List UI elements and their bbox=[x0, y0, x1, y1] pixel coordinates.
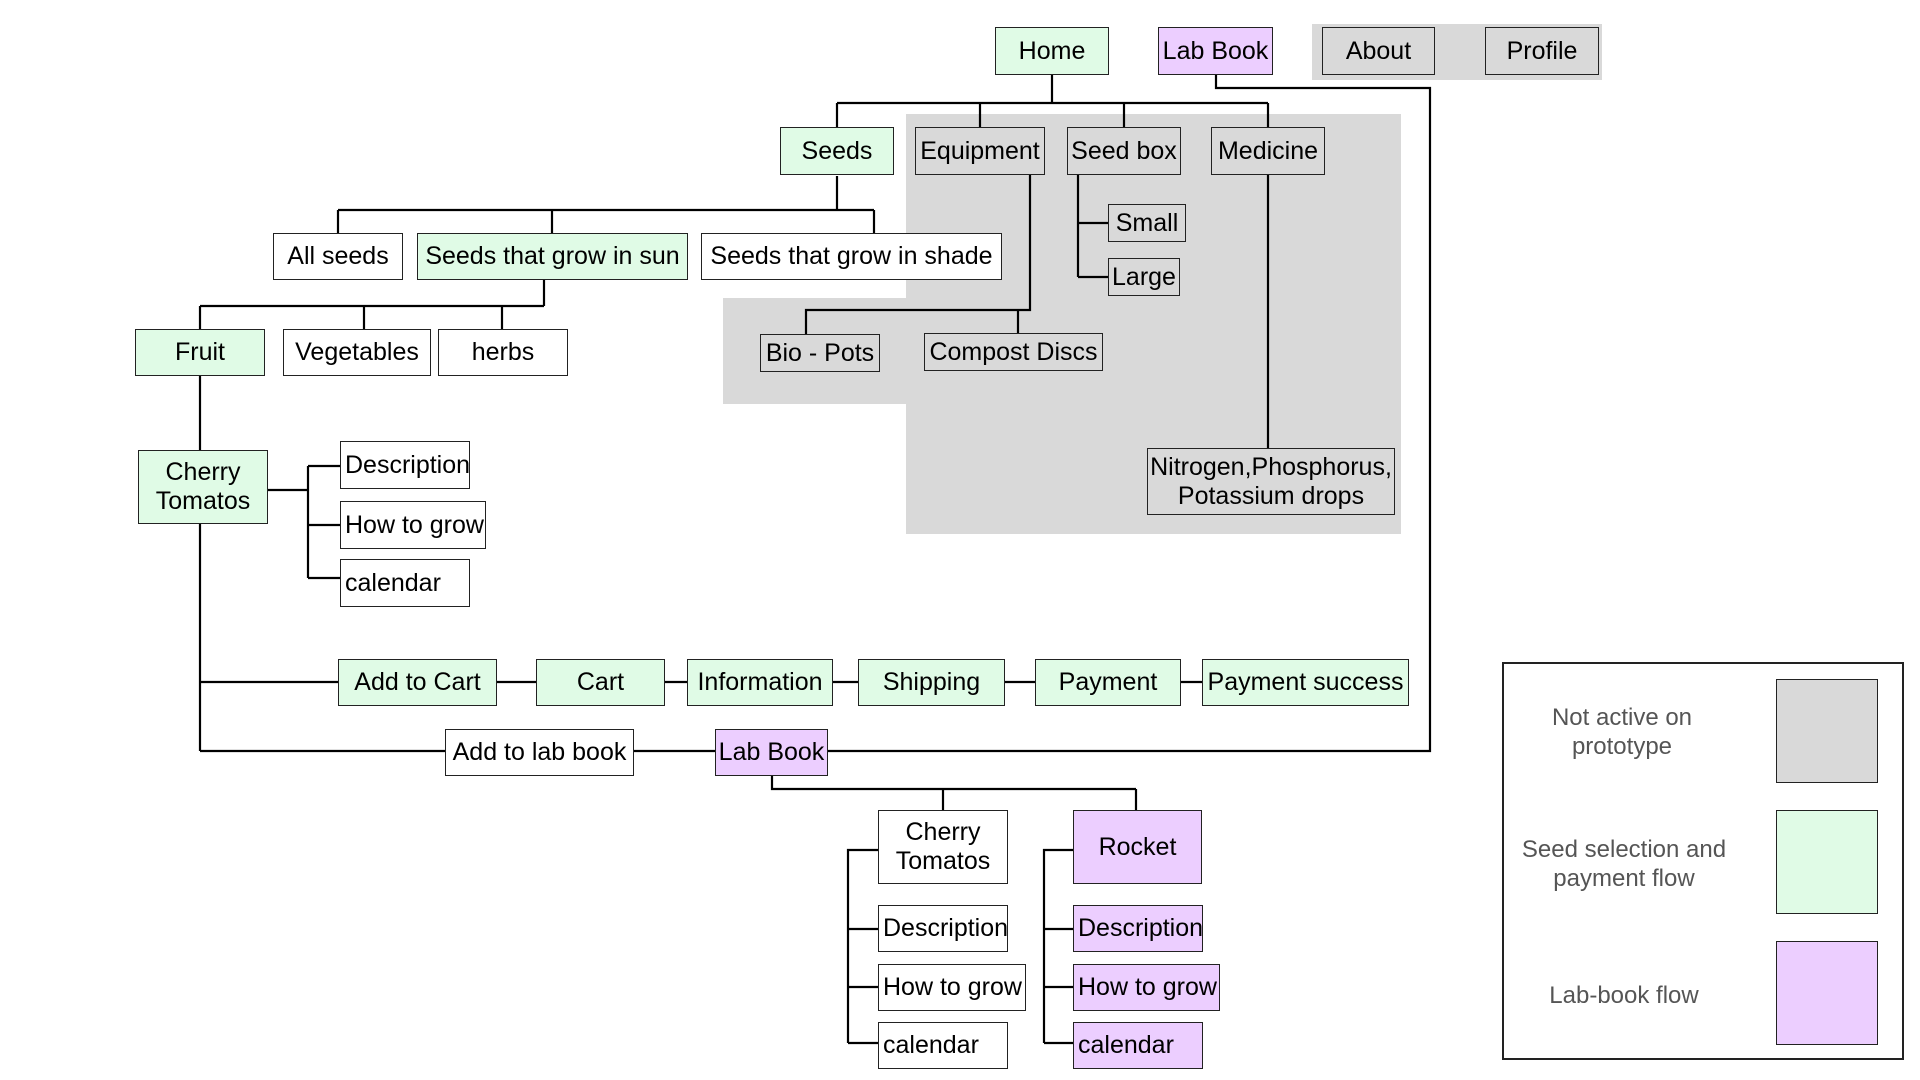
shipping-page[interactable]: Shipping bbox=[858, 659, 1005, 706]
legend-label-seed-flow: Seed selection and payment flow bbox=[1521, 836, 1727, 892]
cart-page[interactable]: Cart bbox=[536, 659, 665, 706]
lab-tomato-calendar[interactable]: calendar bbox=[878, 1022, 1008, 1069]
legend-swatch-seed-flow bbox=[1776, 810, 1878, 914]
equipment-compost-discs[interactable]: Compost Discs bbox=[924, 333, 1103, 371]
information-page[interactable]: Information bbox=[687, 659, 833, 706]
seed-box-small[interactable]: Small bbox=[1108, 204, 1186, 242]
category-medicine[interactable]: Medicine bbox=[1211, 127, 1325, 175]
lab-entry-rocket[interactable]: Rocket bbox=[1073, 810, 1202, 884]
filter-shade-seeds[interactable]: Seeds that grow in shade bbox=[701, 233, 1002, 280]
filter-sun-seeds[interactable]: Seeds that grow in sun bbox=[417, 233, 688, 280]
lab-rocket-calendar[interactable]: calendar bbox=[1073, 1022, 1203, 1069]
type-fruit[interactable]: Fruit bbox=[135, 329, 265, 376]
legend-label-lab-book-flow: Lab-book flow bbox=[1549, 982, 1699, 1009]
legend-swatch-not-active bbox=[1776, 679, 1878, 783]
filter-all-seeds[interactable]: All seeds bbox=[273, 233, 403, 280]
legend-label-not-active: Not active on prototype bbox=[1551, 704, 1693, 760]
lab-book-page[interactable]: Lab Book bbox=[715, 729, 828, 776]
lab-entry-cherry-tomatos[interactable]: Cherry Tomatos bbox=[878, 810, 1008, 884]
lab-rocket-how-to-grow[interactable]: How to grow bbox=[1073, 964, 1220, 1011]
lab-tomato-description[interactable]: Description bbox=[878, 905, 1008, 952]
legend-swatch-lab-book-flow bbox=[1776, 941, 1878, 1045]
nav-profile[interactable]: Profile bbox=[1485, 27, 1599, 75]
product-calendar[interactable]: calendar bbox=[340, 559, 470, 607]
category-seed-box[interactable]: Seed box bbox=[1067, 127, 1181, 175]
add-to-lab-book-button[interactable]: Add to lab book bbox=[445, 729, 634, 776]
product-description[interactable]: Description bbox=[340, 441, 470, 489]
product-how-to-grow[interactable]: How to grow bbox=[340, 501, 486, 549]
lab-tomato-how-to-grow[interactable]: How to grow bbox=[878, 964, 1026, 1011]
legend: Not active on prototype Seed selection a… bbox=[1502, 662, 1904, 1060]
type-herbs[interactable]: herbs bbox=[438, 329, 568, 376]
payment-success-page[interactable]: Payment success bbox=[1202, 659, 1409, 706]
product-cherry-tomatos[interactable]: Cherry Tomatos bbox=[138, 450, 268, 524]
equipment-bio-pots[interactable]: Bio - Pots bbox=[760, 334, 880, 372]
medicine-npk-drops[interactable]: Nitrogen,Phosphorus, Potassium drops bbox=[1147, 448, 1395, 515]
category-equipment[interactable]: Equipment bbox=[915, 127, 1045, 175]
seed-box-large[interactable]: Large bbox=[1108, 258, 1180, 296]
category-seeds[interactable]: Seeds bbox=[780, 127, 894, 175]
nav-home[interactable]: Home bbox=[995, 27, 1109, 75]
add-to-cart-button[interactable]: Add to Cart bbox=[338, 659, 497, 706]
nav-lab-book[interactable]: Lab Book bbox=[1158, 27, 1273, 75]
lab-rocket-description[interactable]: Description bbox=[1073, 905, 1203, 952]
type-vegetables[interactable]: Vegetables bbox=[283, 329, 431, 376]
payment-page[interactable]: Payment bbox=[1035, 659, 1181, 706]
nav-about[interactable]: About bbox=[1322, 27, 1435, 75]
